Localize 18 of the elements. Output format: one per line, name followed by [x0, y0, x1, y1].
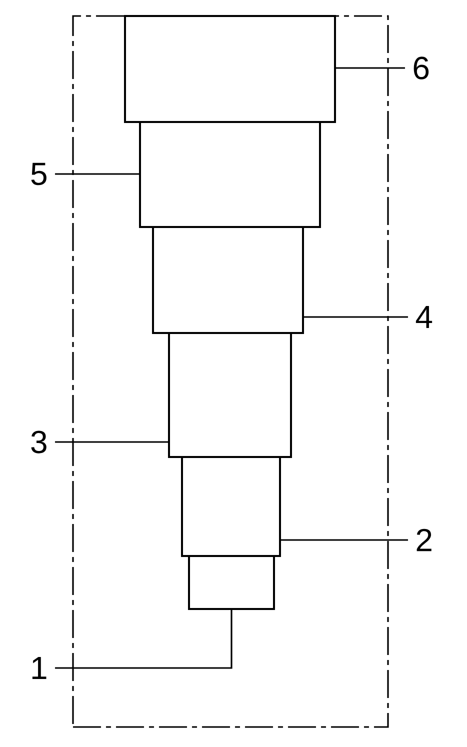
boundary-frame — [72, 15, 389, 728]
step-block — [124, 15, 336, 123]
callout-number: 6 — [414, 56, 429, 80]
leader-line — [55, 173, 139, 175]
callout-number: 3 — [31, 430, 46, 454]
step-block — [168, 332, 292, 458]
callout-number: 5 — [31, 162, 46, 186]
leader-line — [55, 441, 168, 443]
step-block — [188, 555, 275, 610]
callout-number: 1 — [32, 657, 46, 680]
leader-line — [281, 539, 408, 541]
callout-number: 2 — [416, 528, 432, 552]
leader-line — [55, 610, 232, 669]
callout-number: 4 — [416, 306, 432, 328]
leader-line — [336, 67, 405, 69]
step-block — [152, 226, 304, 334]
step-block — [139, 121, 321, 228]
leader-line — [304, 316, 408, 318]
